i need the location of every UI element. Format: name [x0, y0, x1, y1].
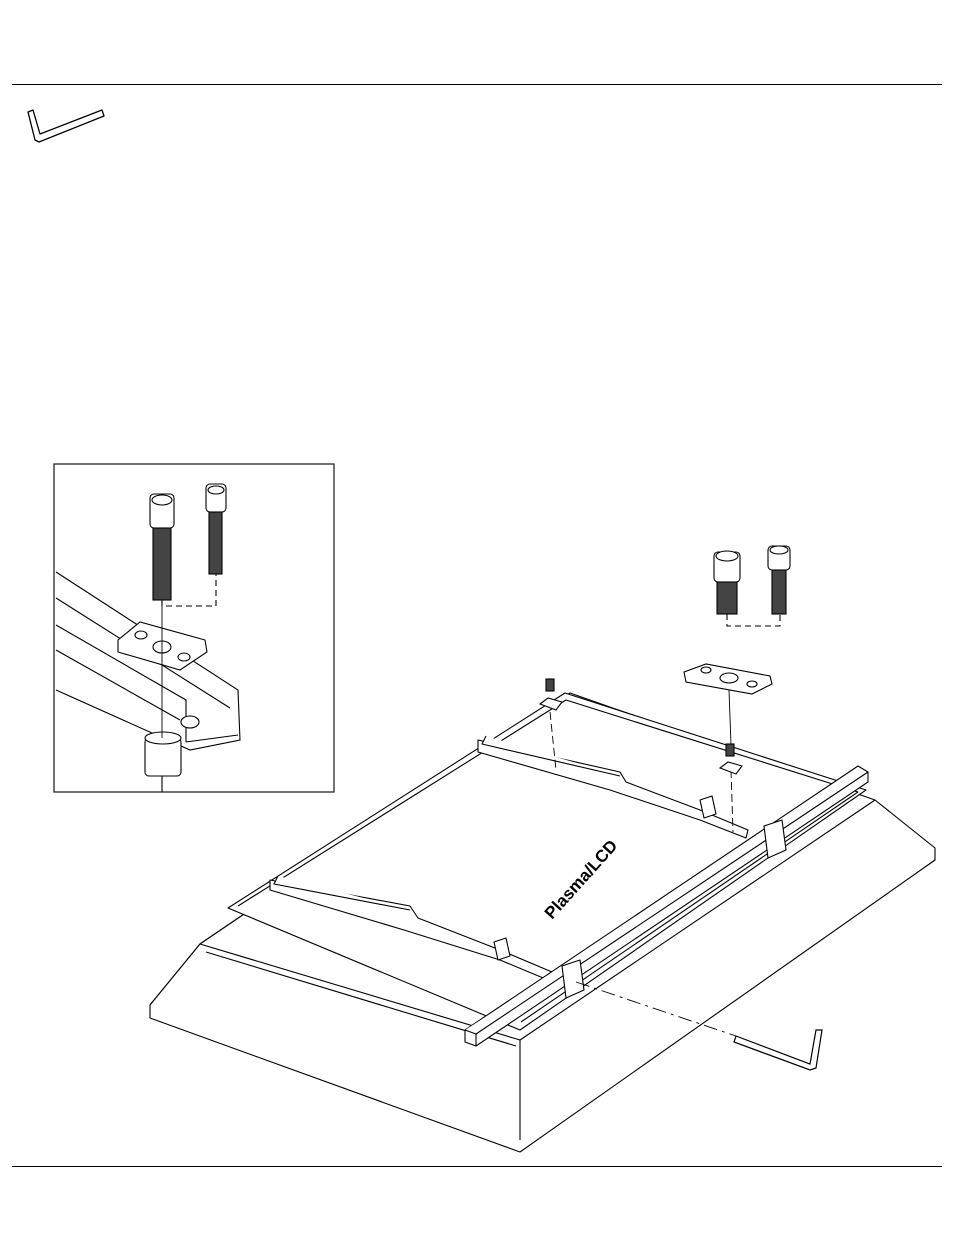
allen-wrench-icon: [28, 110, 104, 142]
inset-detail-view: [54, 464, 334, 792]
